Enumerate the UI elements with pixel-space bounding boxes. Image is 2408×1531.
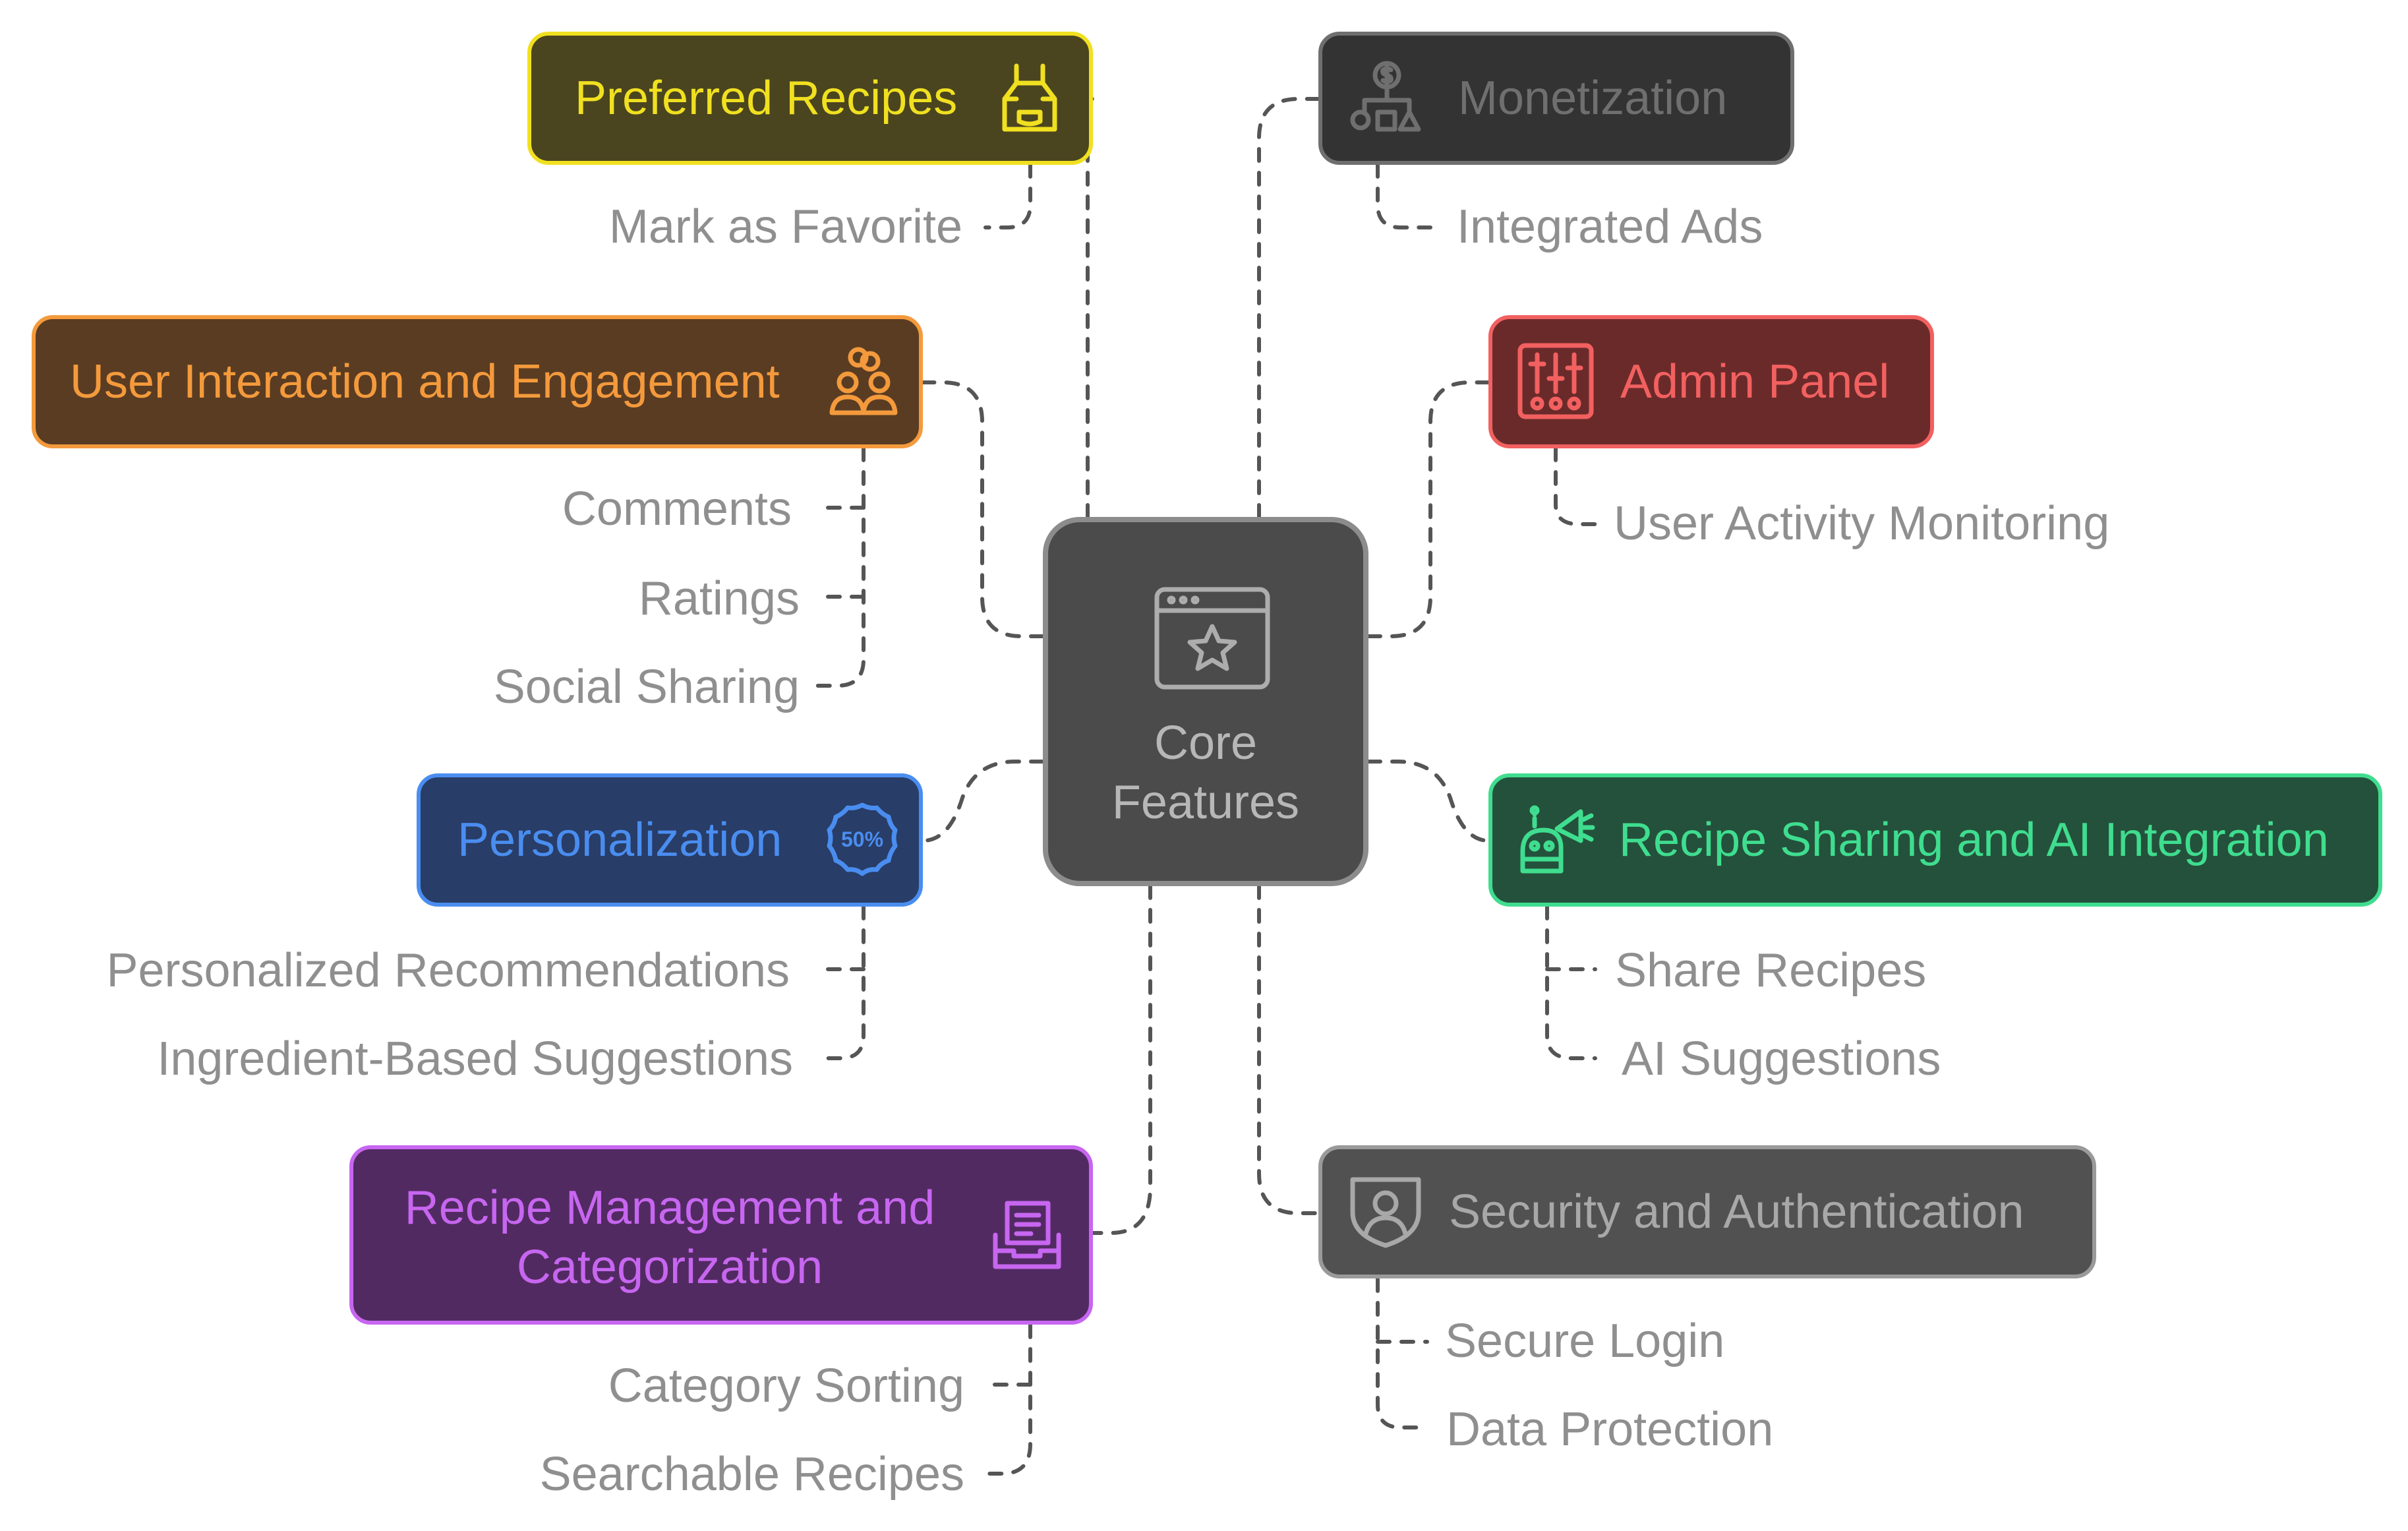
connector-sub-personal [815, 905, 866, 1060]
monetization-node[interactable]: Monetization [1318, 32, 1794, 165]
user-interaction-label: User Interaction and Engagement [70, 355, 780, 408]
control-sliders-icon [1517, 343, 1594, 419]
user-interaction-node[interactable]: User Interaction and Engagement [32, 315, 923, 448]
admin-panel-label: Admin Panel [1620, 355, 1890, 408]
sub-item-comments: Comments [562, 483, 792, 535]
connector-sub-share [1545, 905, 1597, 1060]
admin-panel-node[interactable]: Admin Panel [1488, 315, 1934, 448]
sub-item-category-sorting: Category Sorting [608, 1360, 964, 1412]
connector-user-interaction [921, 380, 1045, 638]
core-features-node[interactable]: Core Features [1043, 517, 1368, 886]
recipe-management-label-line1: Recipe Management and [404, 1182, 935, 1234]
svg-text:50%: 50% [841, 827, 883, 851]
recipe-management-label: Recipe Management and Categorization [353, 1178, 986, 1297]
personalization-node[interactable]: Personalization 50% [417, 773, 923, 907]
security-node[interactable]: Security and Authentication [1318, 1145, 2096, 1278]
money-structure-icon [1350, 61, 1421, 132]
sub-item-integrated-ads: Integrated Ads [1457, 200, 1763, 253]
sub-item-data-protection: Data Protection [1446, 1403, 1774, 1456]
connector-sub-login [1376, 1277, 1429, 1429]
sub-item-searchable-recipes: Searchable Recipes [539, 1448, 964, 1501]
document-tray-icon [993, 1201, 1061, 1269]
sub-item-ingredient-based-suggestions: Ingredient-Based Suggestions [157, 1033, 793, 1085]
preferred-recipes-node[interactable]: Preferred Recipes [527, 32, 1093, 165]
connector-monetization [1257, 97, 1320, 519]
connector-security [1257, 884, 1320, 1215]
recipe-sharing-ai-node[interactable]: Recipe Sharing and AI Integration [1488, 773, 2382, 907]
sub-item-share-recipes: Share Recipes [1615, 944, 1927, 997]
shield-user-icon [1350, 1177, 1421, 1248]
connector-recipe-management [1091, 884, 1152, 1235]
sub-item-personalized-recommendations: Personalized Recommendations [106, 944, 790, 997]
sub-item-social-sharing: Social Sharing [493, 661, 800, 713]
security-label: Security and Authentication [1449, 1186, 2024, 1238]
connector-sub-favorite [984, 163, 1032, 229]
sub-item-ratings: Ratings [638, 572, 800, 625]
core-title-line2: Features [1111, 776, 1300, 829]
apron-icon [1002, 63, 1057, 132]
recipe-sharing-ai-label: Recipe Sharing and AI Integration [1619, 814, 2329, 866]
people-link-icon [829, 347, 898, 415]
recipe-management-node[interactable]: Recipe Management and Categorization [349, 1145, 1093, 1325]
connector-personalization [921, 760, 1045, 843]
sub-item-secure-login: Secure Login [1445, 1315, 1725, 1367]
robot-megaphone-icon [1520, 805, 1595, 874]
connector-sub-monitoring [1554, 446, 1597, 526]
core-title-line1: Core [1154, 717, 1258, 769]
connector-sub-ads [1376, 163, 1432, 229]
sub-item-user-activity-monitoring: User Activity Monitoring [1614, 497, 2110, 550]
recipe-management-label-line2: Categorization [516, 1241, 823, 1294]
preferred-recipes-label: Preferred Recipes [575, 72, 958, 125]
sub-item-ai-suggestions: AI Suggestions [1622, 1033, 1941, 1085]
sub-item-mark-as-favorite: Mark as Favorite [608, 200, 962, 253]
connector-admin-panel [1366, 380, 1490, 638]
discount-50-badge-icon: 50% [827, 802, 898, 876]
connector-sub-category [984, 1323, 1032, 1476]
personalization-label: Personalization [457, 814, 782, 866]
connector-sub-comments [815, 446, 866, 688]
connector-recipe-sharing [1366, 760, 1490, 843]
monetization-label: Monetization [1458, 72, 1728, 125]
browser-window-star-icon [1154, 587, 1270, 690]
